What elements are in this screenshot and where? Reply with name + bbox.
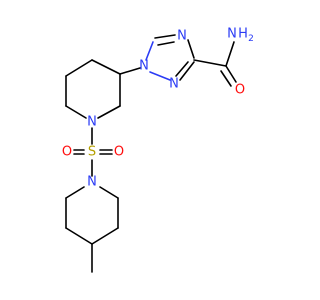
carboxamide-group xyxy=(193,41,237,87)
molecule-structure: N N N N H 2 O N S O O N xyxy=(62,27,254,273)
bond-c5-n4 xyxy=(154,34,176,39)
bond-carbonyl-o xyxy=(225,65,237,83)
bond-mp-n-c2 xyxy=(65,186,85,199)
bond-pip-c3-c4 xyxy=(91,59,121,75)
atom-methylpiperidine-n: N xyxy=(87,175,97,190)
triazole-ring xyxy=(145,34,195,81)
atom-sulfur: S xyxy=(88,145,96,160)
sulfonyl-group xyxy=(73,127,113,177)
methylpiperidine-ring xyxy=(65,186,119,273)
atom-triazole-n2: N xyxy=(169,77,179,92)
bond-pip-n-c2 xyxy=(97,105,121,119)
bond-mp-c4-c5 xyxy=(91,227,119,245)
bond-mp-c3-c4 xyxy=(65,227,93,245)
bond-c5-n4-double xyxy=(157,41,175,46)
atom-amide-h: H xyxy=(238,27,248,42)
piperidine-ring xyxy=(65,59,121,119)
bond-carbonyl-o-double xyxy=(220,70,232,87)
atom-triazole-n4: N xyxy=(177,29,187,44)
bond-c3-n2-double xyxy=(175,61,189,77)
atom-sulfonyl-o-right: O xyxy=(114,145,124,160)
bond-mp-c6-n xyxy=(99,186,119,199)
bond-pip-c6-n xyxy=(65,105,87,119)
bond-c3-n2 xyxy=(179,61,195,81)
atom-amide-n: N xyxy=(227,27,237,42)
bond-pip-c4-c5 xyxy=(65,59,93,77)
bond-n2-n1 xyxy=(149,71,171,81)
bond-carbonyl-n xyxy=(225,41,235,67)
atom-labels: N N N N H 2 O N S O O N xyxy=(62,27,254,190)
atom-triazole-n1: N xyxy=(139,59,149,74)
atom-amide-h-count: 2 xyxy=(248,34,254,44)
bond-c3-carbonyl xyxy=(193,59,227,67)
bond-n4-c3 xyxy=(187,39,195,59)
atom-piperidine-n: N xyxy=(87,115,97,130)
bond-n1-piperidine xyxy=(119,67,141,75)
atom-sulfonyl-o-left: O xyxy=(62,145,72,160)
atom-amide-o: O xyxy=(235,83,245,98)
bond-n1-c5 xyxy=(145,41,154,61)
